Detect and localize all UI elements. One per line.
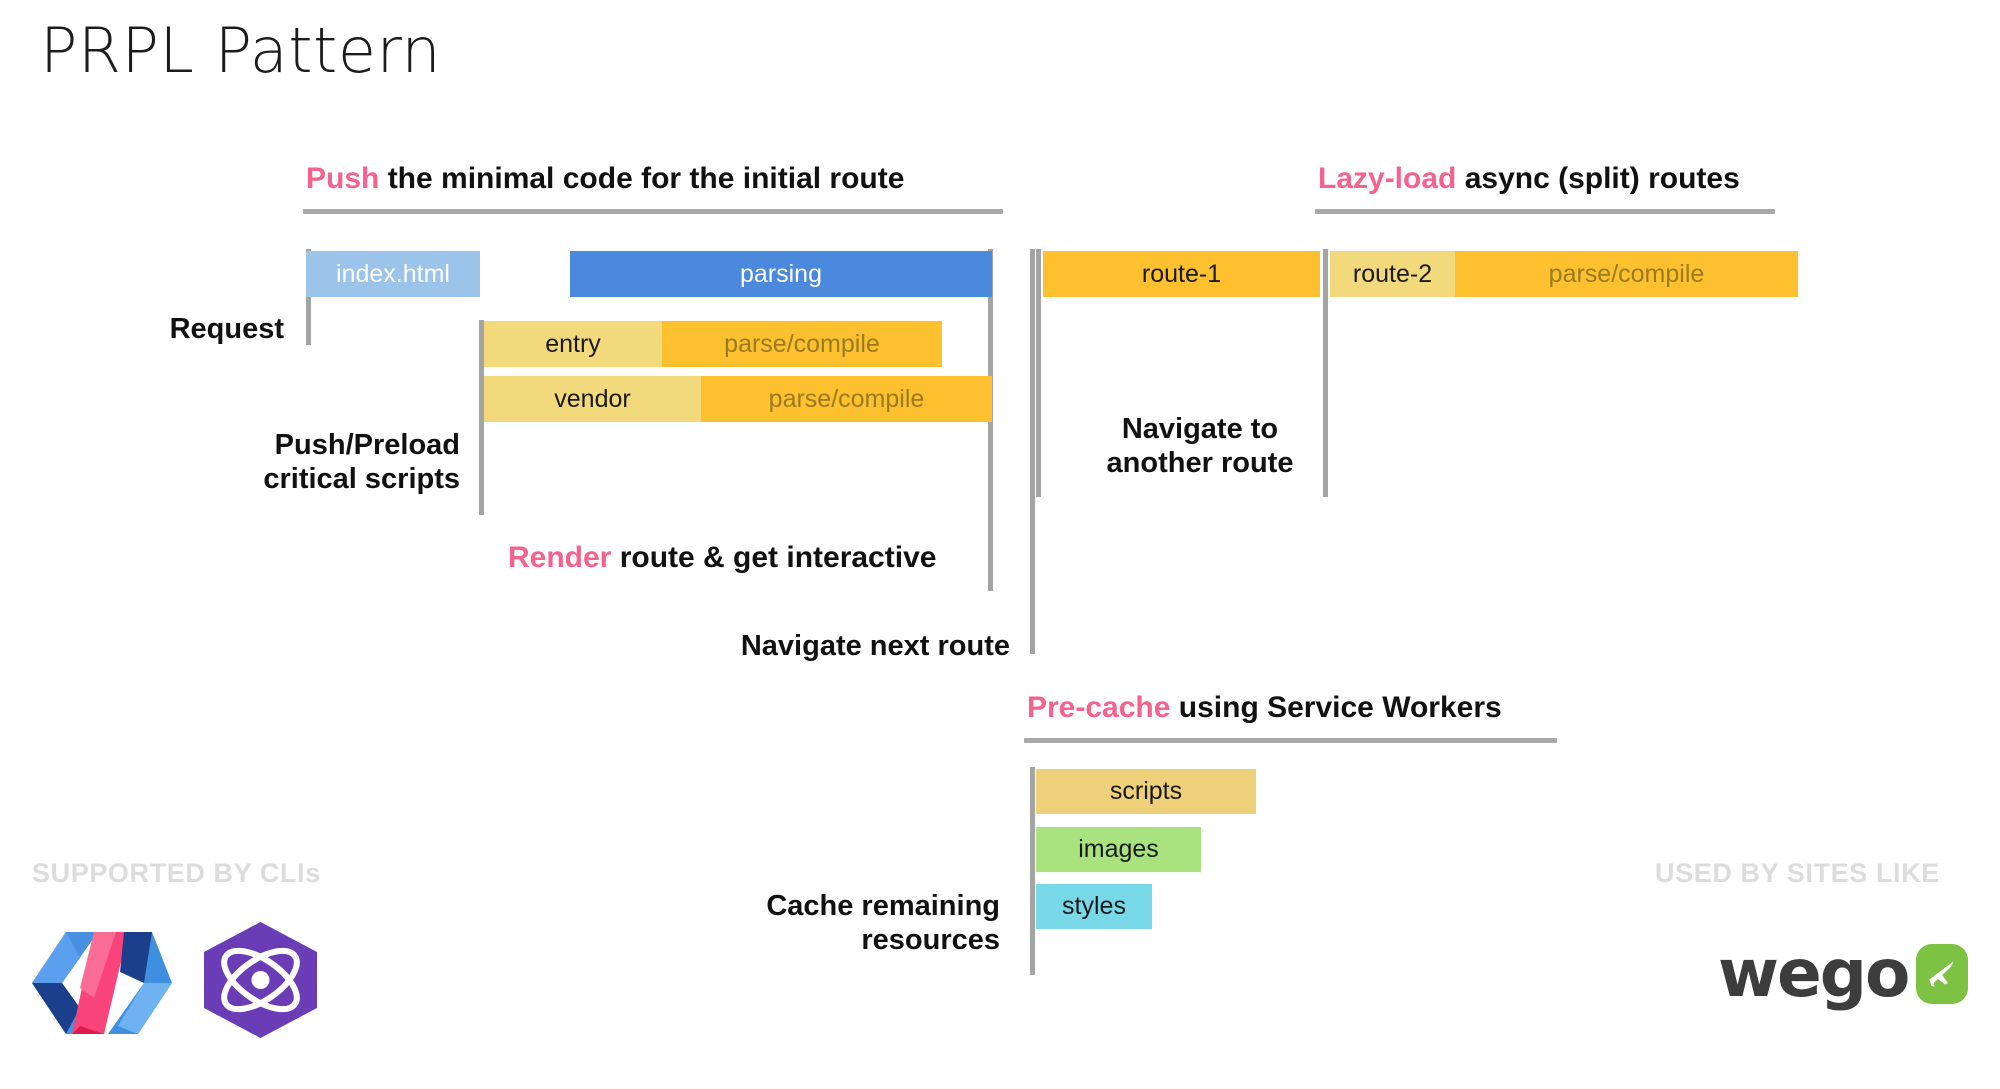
bar-segment-vendor: vendor — [484, 376, 701, 422]
section-rest-push: the minimal code for the initial route — [379, 162, 905, 195]
bar-segment-entry-parse-compile: parse/compile — [662, 321, 942, 367]
footer-caption-supported-by: SUPPORTED BY CLIs — [32, 858, 321, 888]
step-label-request: Request — [169, 313, 284, 345]
section-heading-pre-cache: Pre-cache using Service Workers — [1027, 693, 1502, 723]
timeline-guide-push-preload — [479, 320, 484, 515]
bar-entry[interactable]: entry parse/compile — [484, 321, 942, 367]
section-keyword-render: Render — [508, 541, 612, 574]
section-keyword-push: Push — [306, 162, 380, 195]
polymer-logo — [32, 928, 172, 1038]
preact-logo — [198, 920, 323, 1040]
bar-segment-parsing: parsing — [570, 251, 992, 297]
section-keyword-lazy-load: Lazy-load — [1318, 162, 1457, 195]
timeline-guide-request — [306, 249, 311, 345]
timeline-guide-route-1 — [1036, 249, 1041, 497]
airplane-icon — [1929, 961, 1954, 987]
bar-route-2[interactable]: route-2 parse/compile — [1330, 251, 1798, 297]
bar-styles[interactable]: styles — [1036, 884, 1152, 929]
bar-segment-entry: entry — [484, 321, 662, 367]
step-label-push-preload: Push/Preload critical scripts — [263, 429, 460, 495]
section-heading-push: Push the minimal code for the initial ro… — [306, 164, 904, 194]
bar-vendor[interactable]: vendor parse/compile — [484, 376, 992, 422]
timeline-guide-route-2 — [1323, 249, 1328, 497]
page-title: PRPL Pattern — [40, 14, 442, 87]
section-heading-render: Render route & get interactive — [508, 543, 936, 573]
step-label-cache-remaining: Cache remaining resources — [766, 890, 1000, 956]
section-rest-render: route & get interactive — [611, 541, 937, 574]
bar-segment-index-html: index.html — [306, 251, 480, 297]
section-rule-pre-cache — [1024, 738, 1557, 743]
section-keyword-pre-cache: Pre-cache — [1027, 691, 1171, 724]
section-rule-push — [303, 209, 1003, 214]
bar-segment-route-2-parse-compile: parse/compile — [1455, 251, 1798, 297]
step-label-navigate-another-route: Navigate to another route — [1106, 413, 1294, 479]
bar-segment-images: images — [1036, 827, 1201, 872]
bar-parsing[interactable]: parsing — [570, 251, 992, 297]
step-label-navigate-next-route: Navigate next route — [740, 630, 1010, 662]
bar-route-1[interactable]: route-1 — [1043, 251, 1320, 297]
bar-index-html[interactable]: index.html — [306, 251, 480, 297]
section-rest-pre-cache: using Service Workers — [1170, 691, 1502, 724]
section-heading-lazy-load: Lazy-load async (split) routes — [1318, 164, 1740, 194]
timeline-guide-navigate-next-route — [1030, 249, 1035, 654]
bar-segment-vendor-parse-compile: parse/compile — [701, 376, 992, 422]
wego-wordmark: wego — [1718, 935, 1910, 1012]
bar-images[interactable]: images — [1036, 827, 1201, 872]
timeline-guide-precache — [1030, 767, 1035, 975]
bar-segment-route-1: route-1 — [1043, 251, 1320, 297]
footer-caption-used-by: USED BY SITES LIKE — [1655, 858, 1940, 888]
bar-segment-scripts: scripts — [1036, 769, 1256, 814]
bar-scripts[interactable]: scripts — [1036, 769, 1256, 814]
section-rest-lazy-load: async (split) routes — [1456, 162, 1740, 195]
bar-segment-route-2: route-2 — [1330, 251, 1455, 297]
section-rule-lazy-load — [1315, 209, 1775, 214]
bar-segment-styles: styles — [1036, 884, 1152, 929]
wego-logo: wego — [1718, 928, 1968, 1020]
wego-plane-badge — [1916, 944, 1968, 1004]
